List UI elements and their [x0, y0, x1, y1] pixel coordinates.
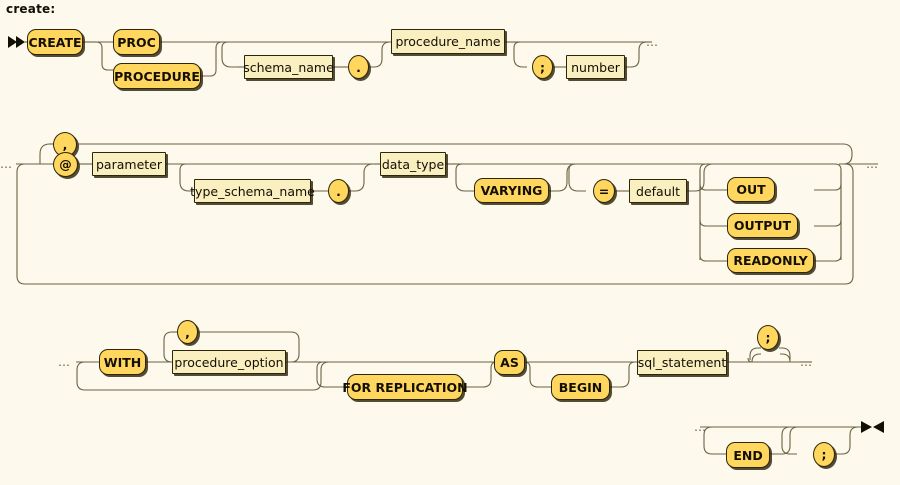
node-varying[interactable]: VARYING [474, 178, 549, 203]
node-procedure-name[interactable]: procedure_name [391, 29, 505, 54]
node-as[interactable]: AS [494, 350, 525, 375]
wrap-marker-row2-end: … [866, 157, 879, 171]
page-title: create: [6, 2, 56, 16]
wrap-marker-row2-start: … [0, 157, 13, 171]
node-type-schema-name[interactable]: type_schema_name [190, 179, 315, 203]
node-begin[interactable]: BEGIN [551, 374, 610, 400]
node-semicolon-3[interactable]: ; [813, 442, 835, 467]
node-create[interactable]: CREATE [27, 29, 83, 55]
node-at-sign[interactable]: @ [53, 152, 78, 177]
node-sql-statement[interactable]: sql_statement [637, 350, 727, 375]
node-schema-name[interactable]: schema_name [243, 55, 334, 79]
node-data-type[interactable]: data_type [380, 152, 446, 176]
node-for-replication[interactable]: FOR REPLICATION [342, 374, 468, 400]
node-parameter[interactable]: parameter [92, 152, 166, 176]
node-procedure-option[interactable]: procedure_option [172, 350, 286, 374]
node-end[interactable]: END [726, 442, 770, 468]
node-comma-option[interactable]: , [177, 320, 198, 344]
node-dot-schema[interactable]: . [348, 55, 369, 79]
node-out[interactable]: OUT [727, 177, 775, 202]
node-equals[interactable]: = [593, 179, 615, 203]
wrap-marker-row3-start: … [58, 355, 71, 369]
wrap-marker-row4-start: … [694, 420, 707, 434]
node-number[interactable]: number [566, 55, 625, 79]
node-procedure[interactable]: PROCEDURE [113, 63, 201, 89]
node-semicolon-2[interactable]: ; [757, 325, 779, 350]
node-readonly[interactable]: READONLY [727, 248, 814, 273]
wrap-marker-row1-end: … [646, 35, 659, 49]
node-semicolon-1[interactable]: ; [532, 55, 553, 79]
node-output[interactable]: OUTPUT [727, 213, 798, 238]
node-dot-type[interactable]: . [328, 179, 349, 203]
node-with[interactable]: WITH [99, 349, 146, 375]
node-default[interactable]: default [629, 179, 687, 203]
node-proc[interactable]: PROC [113, 29, 160, 55]
wrap-marker-row3-end: … [800, 355, 813, 369]
